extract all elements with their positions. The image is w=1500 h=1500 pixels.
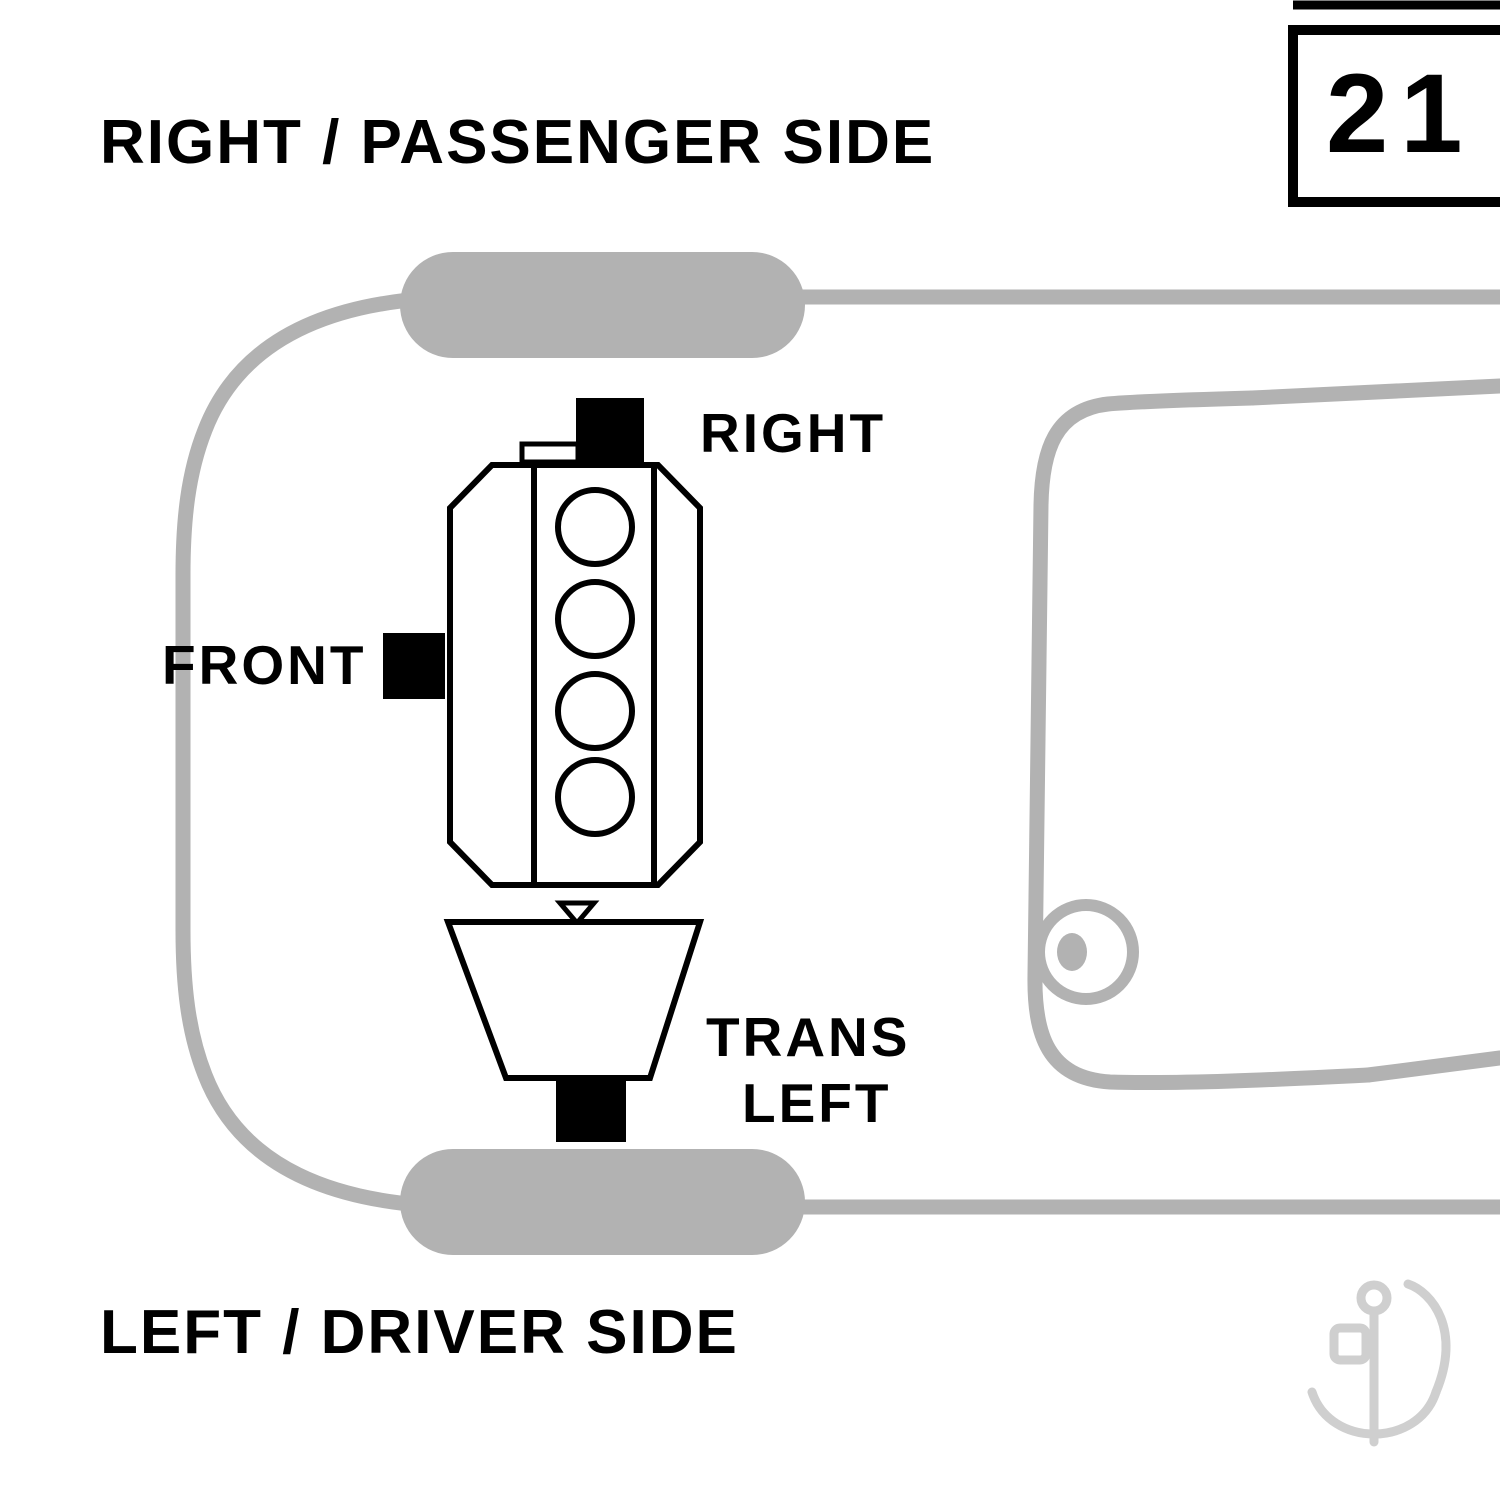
page-number-box <box>1288 25 1500 207</box>
cylinder-2 <box>555 579 635 659</box>
transmission <box>443 900 705 1081</box>
steering-hub-icon <box>1057 933 1087 971</box>
mount-bolt-icon <box>519 441 581 465</box>
trans-mount-label-line1: TRANS <box>706 1006 910 1068</box>
transmission-outline <box>443 919 705 1081</box>
car-body-outline <box>175 289 1500 1215</box>
car-silhouette <box>175 252 1500 1255</box>
front-mount-marker <box>383 633 445 699</box>
right-mount-label: RIGHT <box>700 402 886 464</box>
front-mount-label: FRONT <box>162 634 366 696</box>
trans-mount-label-line2: LEFT <box>742 1072 891 1134</box>
engine-block <box>447 441 703 888</box>
windshield-outline <box>1027 390 1376 1091</box>
cylinder-3 <box>555 671 635 751</box>
cylinder-4 <box>555 757 635 837</box>
right-mount-marker <box>576 398 644 466</box>
watermark-logo <box>1307 1279 1451 1447</box>
trans-left-mount-marker <box>556 1080 626 1142</box>
page-number: 21 <box>1326 51 1475 176</box>
front-tire-right <box>400 252 805 358</box>
front-tire-left <box>400 1149 805 1255</box>
cylinder-1 <box>555 487 635 567</box>
bottom-side-label: LEFT / DRIVER SIDE <box>100 1298 739 1367</box>
engine-outline <box>447 462 703 888</box>
steering-wheel-icon <box>1033 899 1139 1005</box>
a-pillar-bottom-line <box>1360 1050 1500 1083</box>
a-pillar-top-line <box>1244 378 1500 406</box>
trans-funnel-icon <box>554 900 600 927</box>
top-side-label: RIGHT / PASSENGER SIDE <box>100 108 935 177</box>
